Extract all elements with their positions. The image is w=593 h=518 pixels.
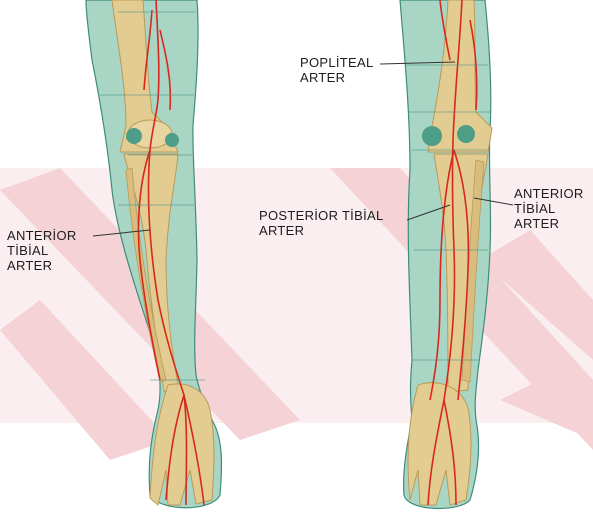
label-line: ARTER [300,70,374,85]
label-anterior-tibial-left: ANTERİOR TİBİAL ARTER [7,228,77,273]
right-leg-posterior-view [400,0,492,508]
label-posterior-tibial: POSTERİOR TİBİAL ARTER [259,208,383,238]
label-line: ARTER [7,258,77,273]
label-line: ARTER [259,223,383,238]
label-line: POPLİTEAL [300,55,374,70]
label-anterior-tibial-right: ANTERIOR TİBİAL ARTER [514,186,584,231]
label-line: TİBİAL [514,201,584,216]
label-line: ANTERIOR [514,186,584,201]
label-popliteal: POPLİTEAL ARTER [300,55,374,85]
label-line: TİBİAL [7,243,77,258]
label-line: ANTERİOR [7,228,77,243]
label-line: ARTER [514,216,584,231]
label-line: POSTERİOR TİBİAL [259,208,383,223]
